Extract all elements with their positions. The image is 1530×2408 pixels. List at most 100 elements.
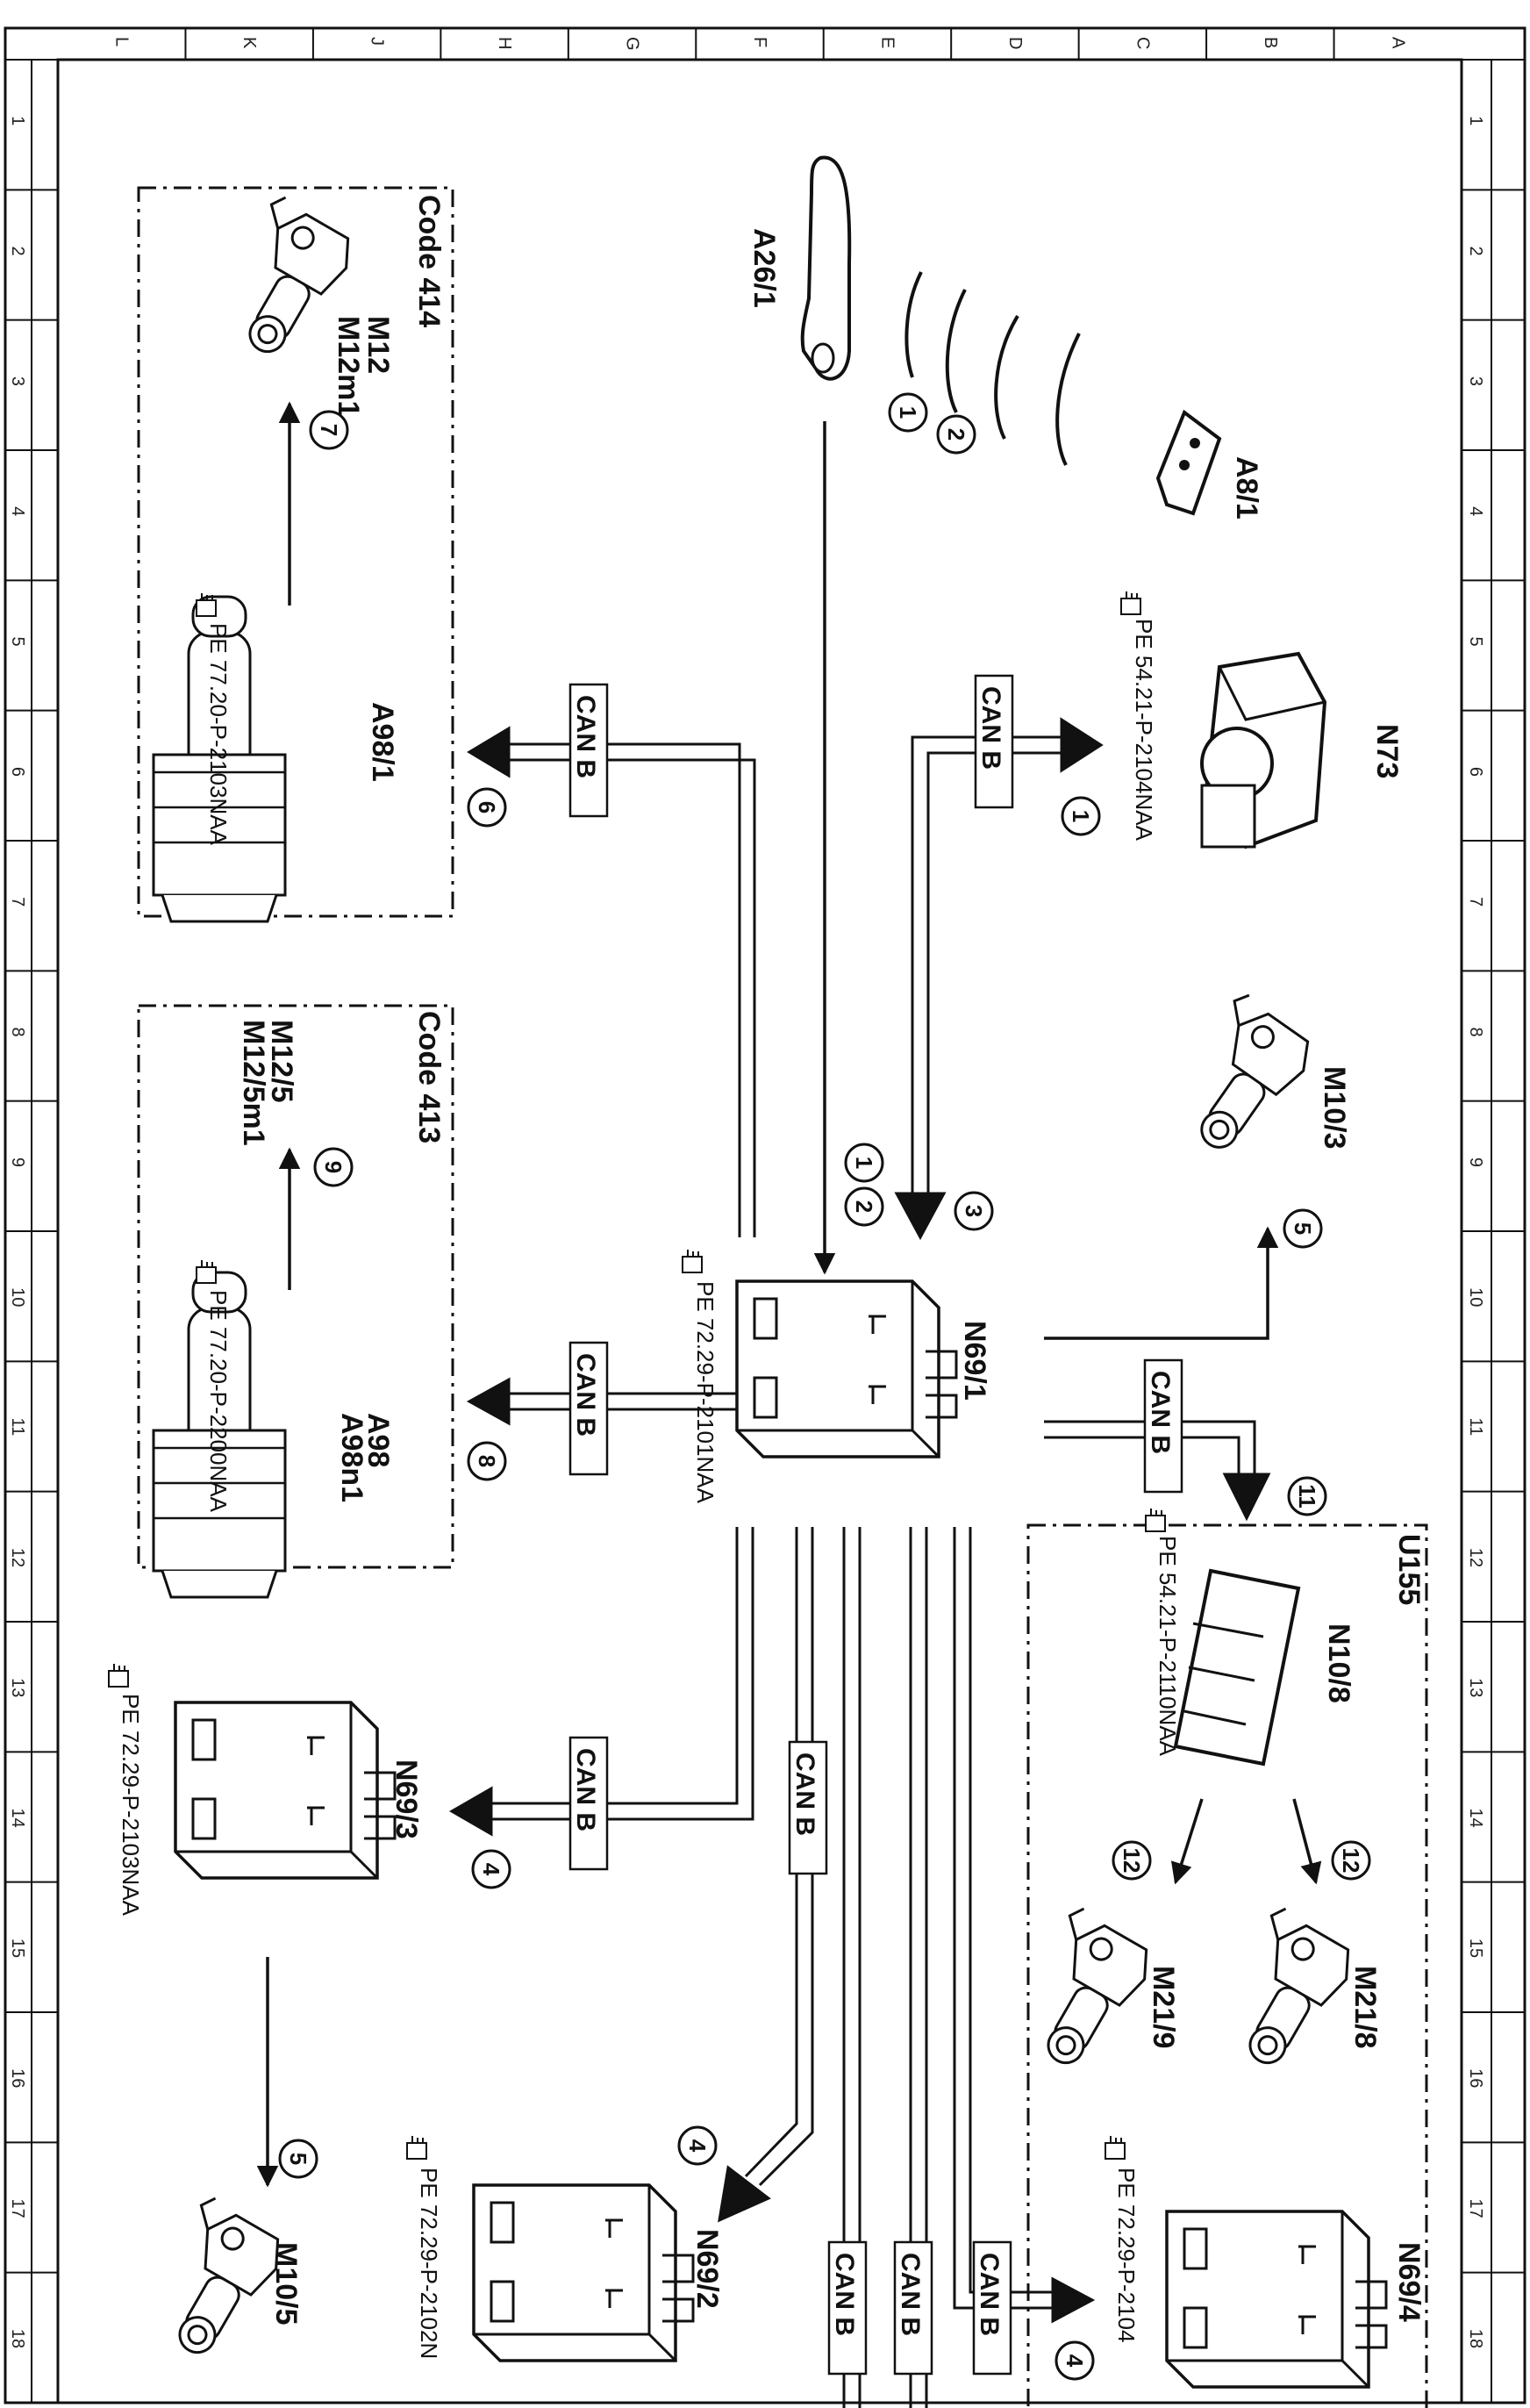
row-label-right: 1 <box>1466 116 1485 125</box>
signal-arrows <box>256 401 1322 2188</box>
label-n69-1: N69/1 <box>958 1321 991 1401</box>
row-label-left: 13 <box>8 1678 27 1697</box>
code-413-box <box>137 1004 454 1569</box>
step-number: 8 <box>467 1441 507 1481</box>
step-number: 4 <box>1055 2340 1095 2381</box>
label-m10-5: M10/5 <box>269 2242 303 2326</box>
step-number: 11 <box>1287 1476 1327 1516</box>
row-label-right: 18 <box>1466 2329 1485 2348</box>
label-u155: U155 <box>1392 1534 1426 1605</box>
svg-text:CAN B: CAN B <box>896 2253 925 2336</box>
step-number: 4 <box>677 2125 718 2166</box>
label-a26-1: A26/1 <box>747 228 781 308</box>
row-label-left: 15 <box>8 1939 27 1958</box>
svg-text:11: 11 <box>1294 1484 1320 1509</box>
svg-text:4: 4 <box>478 1863 504 1876</box>
row-label-right: 10 <box>1466 1287 1485 1307</box>
step-number: 1 <box>888 392 928 433</box>
svg-text:CAN B: CAN B <box>790 1752 819 1836</box>
row-label-left: 4 <box>8 506 27 516</box>
row-label-left: 12 <box>8 1548 27 1567</box>
can-b-label: CAN B <box>788 1740 828 1875</box>
step-number: 4 <box>471 1849 511 1889</box>
step-number: 9 <box>313 1147 354 1187</box>
column-label: H <box>495 37 514 49</box>
svg-text:9: 9 <box>320 1161 347 1173</box>
row-label-right: 11 <box>1466 1418 1485 1437</box>
row-label-right: 9 <box>1466 1157 1485 1167</box>
step-number: 2 <box>936 414 976 455</box>
ref-n73: PE 54.21-P-2104NAA <box>1131 619 1157 842</box>
row-label-left: 10 <box>8 1287 27 1307</box>
svg-text:CAN B: CAN B <box>975 2253 1004 2336</box>
label-m21-9: M21/9 <box>1147 1966 1180 2049</box>
svg-text:2: 2 <box>851 1200 877 1213</box>
label-n69-4: N69/4 <box>1392 2242 1426 2322</box>
label-n69-2: N69/2 <box>690 2229 724 2309</box>
pointing-hand-icon <box>108 1664 129 1688</box>
can-b-label: CAN B <box>568 683 609 818</box>
step-number: 3 <box>954 1191 994 1231</box>
row-label-left: 9 <box>8 1157 27 1167</box>
row-label-left: 2 <box>8 247 27 256</box>
ref-n69-3: PE 72.29-P-2103NAA <box>118 1694 144 1917</box>
radio-waves <box>904 271 1081 466</box>
row-label-right: 2 <box>1466 247 1485 256</box>
step-number: 7 <box>309 410 349 450</box>
label-a98n1: A98n1 <box>335 1413 368 1502</box>
u155-box <box>1026 1523 1428 2408</box>
step-number: 12 <box>1112 1840 1152 1881</box>
row-label-left: 14 <box>8 1809 27 1828</box>
svg-text:CAN B: CAN B <box>830 2253 859 2336</box>
label-n10-8: N10/8 <box>1322 1623 1355 1703</box>
row-label-right: 3 <box>1466 376 1485 386</box>
remote-key <box>1155 409 1222 516</box>
svg-text:4: 4 <box>684 2139 711 2153</box>
label-code-414: Code 414 <box>412 195 446 327</box>
step-number: 1 <box>844 1143 884 1183</box>
svg-text:12: 12 <box>1338 1848 1364 1874</box>
svg-text:CAN B: CAN B <box>976 686 1005 770</box>
svg-text:CAN B: CAN B <box>1146 1371 1175 1454</box>
pointing-hand-icon <box>682 1250 703 1273</box>
motor-m10-3 <box>1157 988 1323 1166</box>
label-a98-1: A98/1 <box>366 702 399 782</box>
row-label-left: 8 <box>8 1028 27 1037</box>
label-m12-5: M12/5 <box>265 1020 298 1103</box>
label-m21-8: M21/8 <box>1348 1966 1382 2049</box>
row-label-right: 5 <box>1466 637 1485 647</box>
can-bus-labels: CAN B CAN B CAN B CAN B CAN B CAN B CAN B CAN B… <box>568 674 1183 2376</box>
row-label-right: 13 <box>1466 1678 1485 1697</box>
pointing-hand-icon <box>196 1260 217 1284</box>
row-label-left: 18 <box>8 2329 27 2348</box>
ref-n69-2: PE 72.29-P-2102N <box>416 2168 442 2359</box>
ecu-n69-4 <box>1165 2210 1388 2389</box>
label-code-413: Code 413 <box>412 1011 446 1143</box>
svg-text:12: 12 <box>1119 1848 1145 1874</box>
row-label-left: 17 <box>8 2199 27 2218</box>
row-label-right: 7 <box>1466 897 1485 907</box>
svg-text:1: 1 <box>895 406 921 419</box>
ecu-n69-1 <box>735 1279 958 1458</box>
pointing-hand-icon <box>406 2136 427 2160</box>
row-label-left: 16 <box>8 2068 27 2088</box>
module-n10-8 <box>1173 1568 1301 1767</box>
svg-text:2: 2 <box>943 428 969 441</box>
svg-text:CAN B: CAN B <box>571 1748 600 1831</box>
can-b-label: CAN B <box>568 1341 609 1476</box>
svg-text:4: 4 <box>1062 2354 1088 2368</box>
svg-text:3: 3 <box>961 1205 987 1217</box>
row-label-left: 5 <box>8 637 27 647</box>
row-label-right: 8 <box>1466 1028 1485 1037</box>
row-label-right: 16 <box>1466 2068 1485 2088</box>
can-b-label: CAN B <box>893 2240 933 2376</box>
label-m12-5m1: M12/5m1 <box>237 1020 270 1146</box>
label-m12: M12 <box>361 316 395 374</box>
svg-text:5: 5 <box>285 2153 311 2165</box>
can-bus-lines <box>449 717 1271 2408</box>
svg-text:1: 1 <box>1068 810 1094 822</box>
row-label-left: 3 <box>8 376 27 386</box>
